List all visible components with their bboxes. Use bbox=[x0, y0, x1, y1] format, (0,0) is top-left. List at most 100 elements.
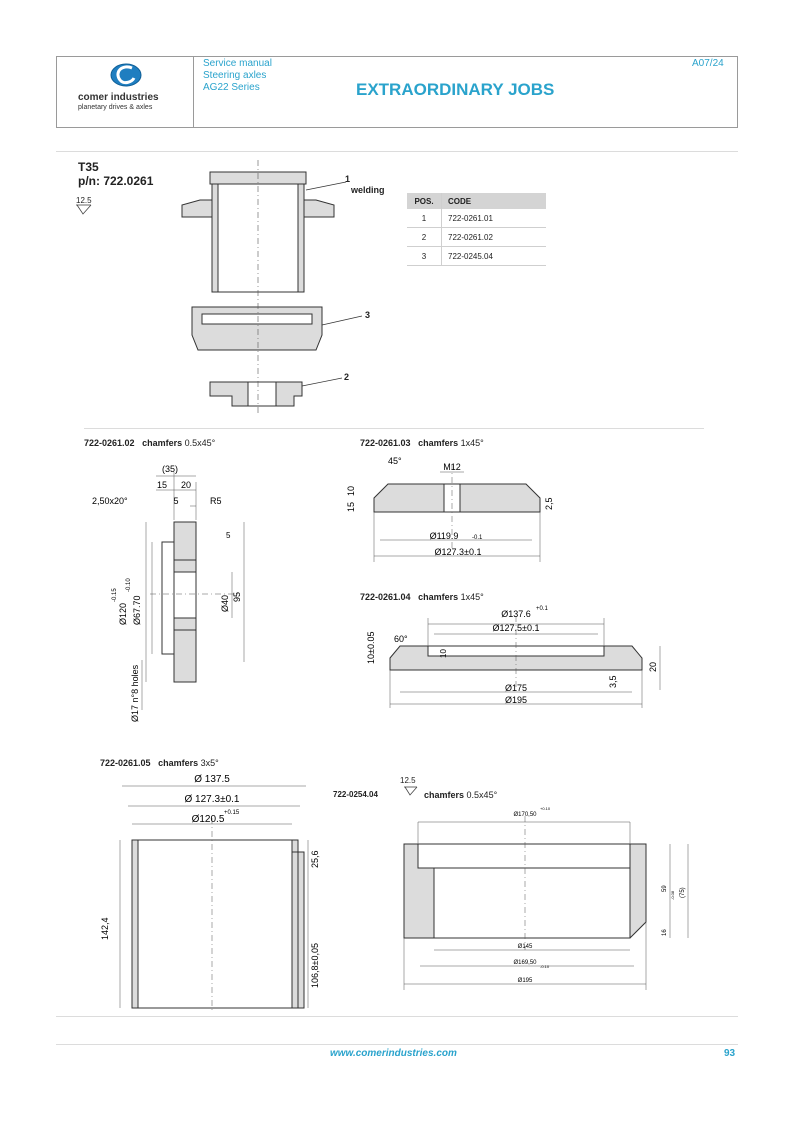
dim-59: 59 bbox=[662, 885, 668, 892]
callout-3: 3 bbox=[365, 310, 371, 320]
dim-120-tol: -0.15 bbox=[112, 588, 118, 602]
dim-59-tol: -0.08 bbox=[670, 890, 675, 900]
dim-16950-tol: -0.10 bbox=[540, 964, 550, 969]
divider-footer bbox=[56, 1044, 738, 1045]
dim-95: 95 bbox=[232, 592, 242, 602]
dim-angle: 60° bbox=[394, 634, 408, 644]
dim-20: 20 bbox=[648, 662, 658, 672]
page-title: EXTRAORDINARY JOBS bbox=[356, 80, 555, 99]
dim-5b: 5 bbox=[226, 531, 231, 540]
header-line-3: AG22 Series bbox=[203, 82, 260, 93]
callout-2: 2 bbox=[344, 372, 350, 382]
dim-175: Ø175 bbox=[505, 683, 527, 693]
dim-10b: 10 bbox=[439, 649, 448, 658]
dim-m12: M12 bbox=[443, 462, 461, 472]
chamfers-label: chamfers bbox=[158, 758, 199, 768]
roughness-symbol-icon bbox=[404, 786, 418, 796]
assembly-title: T35 bbox=[78, 160, 99, 174]
part-04-drawing: Ø137.6 +0.1 Ø127.5±0.1 10±0.05 10 60° 3,… bbox=[366, 606, 661, 708]
dim-256: 25,6 bbox=[310, 850, 320, 868]
chamfer-value: 3x5° bbox=[200, 758, 219, 768]
dim-1068: 106,8±0,05 bbox=[310, 943, 320, 988]
table-row: 1 722-0261.01 bbox=[407, 209, 546, 228]
divider-bottom bbox=[56, 1016, 738, 1017]
header-line-2: Steering axles bbox=[203, 70, 267, 81]
dim-10-tol: 10±0.05 bbox=[366, 632, 376, 664]
divider-top bbox=[56, 151, 738, 152]
divider-mid bbox=[84, 428, 704, 429]
dim-195: Ø195 bbox=[505, 695, 527, 705]
dim-1273: Ø127.3±0.1 bbox=[435, 547, 482, 557]
dim-chamfer: 2,50x20° bbox=[92, 496, 128, 506]
chamfers-label: chamfers bbox=[424, 790, 465, 800]
dim-17050: Ø170,50 bbox=[513, 812, 537, 818]
cell-code: 722-0245.04 bbox=[441, 246, 546, 266]
col-header-code: CODE bbox=[441, 193, 546, 209]
dim-1376-tol: +0.1 bbox=[536, 606, 549, 612]
part-02-drawing: (35) 15 20 5 2,50x20° R5 5 Ø120 -0.15 Ø6… bbox=[92, 464, 245, 722]
chamfer-value: 0.5x45° bbox=[184, 438, 216, 448]
dim-17050-tol: +0.10 bbox=[540, 806, 551, 811]
logo-tagline: planetary drives & axles bbox=[78, 104, 153, 111]
part-code: 722-0261.04 bbox=[360, 592, 411, 602]
dim-25: 2,5 bbox=[544, 497, 554, 510]
comer-logo-icon bbox=[110, 63, 142, 87]
dim-1376: Ø137.6 bbox=[501, 609, 531, 619]
assembly-drawing bbox=[181, 160, 363, 415]
dim-40: Ø40 bbox=[220, 595, 230, 612]
part-code: 722-0261.03 bbox=[360, 438, 411, 448]
footer-url[interactable]: www.comerindustries.com bbox=[330, 1048, 457, 1059]
dim-1375: Ø 137.5 bbox=[194, 774, 230, 785]
part-05-drawing: Ø 137.5 Ø 127.3±0.1 Ø120.5 +0.15 25,6 14… bbox=[100, 774, 320, 1013]
page-number: 93 bbox=[724, 1048, 736, 1059]
dim-6770: Ø67.70 bbox=[132, 595, 142, 625]
dim-195: Ø195 bbox=[518, 978, 533, 984]
part-04-heading: 722-0261.04 chamfers 1x45° bbox=[360, 592, 484, 602]
part-05-heading: 722-0261.05 chamfers 3x5° bbox=[100, 758, 219, 768]
roughness-value: 12.5 bbox=[76, 196, 92, 205]
dim-15: 15 bbox=[157, 480, 167, 490]
dim-1424: 142,4 bbox=[100, 917, 110, 940]
welding-label: welding bbox=[351, 185, 385, 195]
dim-6770-tol: -0.10 bbox=[126, 578, 132, 592]
header-line-1: Service manual bbox=[203, 58, 272, 69]
part-code: 722-0261.02 bbox=[84, 438, 135, 448]
cell-pos: 1 bbox=[407, 209, 442, 228]
chamfer-value: 0.5x45° bbox=[466, 790, 498, 800]
dim-120: Ø120 bbox=[118, 603, 128, 625]
dim-5: 5 bbox=[173, 496, 178, 506]
roughness-value-2: 12.5 bbox=[400, 776, 416, 785]
header-divider bbox=[193, 56, 194, 128]
part-03-heading: 722-0261.03 chamfers 1x45° bbox=[360, 438, 484, 448]
chamfers-label: chamfers bbox=[142, 438, 183, 448]
doc-id: A07/24 bbox=[692, 58, 724, 69]
dim-1199-tol: -0.1 bbox=[472, 535, 483, 541]
dim-35: 3,5 bbox=[608, 675, 618, 688]
part-54-chamfers: chamfers 0.5x45° bbox=[424, 790, 497, 800]
cell-pos: 2 bbox=[407, 227, 442, 247]
dim-1275: Ø127.5±0.1 bbox=[493, 623, 540, 633]
callout-1: 1 bbox=[345, 174, 351, 184]
chamfer-value: 1x45° bbox=[460, 592, 484, 602]
dim-75: (75) bbox=[680, 887, 686, 898]
dim-1273: Ø 127.3±0.1 bbox=[185, 794, 240, 805]
col-header-pos: POS. bbox=[407, 193, 442, 209]
part-03-drawing: 45° M12 15 10 2,5 Ø119.9 -0.1 Ø127.3±0.1 bbox=[346, 456, 554, 562]
dim-r5: R5 bbox=[210, 496, 222, 506]
position-table: POS. CODE 1 722-0261.01 2 722-0261.02 3 … bbox=[407, 193, 546, 266]
cell-code: 722-0261.01 bbox=[441, 209, 546, 228]
chamfers-label: chamfers bbox=[418, 438, 459, 448]
cell-pos: 3 bbox=[407, 246, 442, 266]
cell-code: 722-0261.02 bbox=[441, 227, 546, 247]
table-row: 2 722-0261.02 bbox=[407, 227, 546, 247]
logo-name: comer industries bbox=[78, 92, 159, 103]
dim-16: 16 bbox=[662, 929, 668, 936]
dim-1205-tol: +0.15 bbox=[224, 810, 240, 816]
header-frame bbox=[56, 56, 738, 128]
part-code: 722-0261.05 bbox=[100, 758, 151, 768]
dim-angle: 45° bbox=[388, 456, 402, 466]
dim-holes: Ø17 n°8 holes bbox=[130, 664, 140, 722]
table-row: 3 722-0245.04 bbox=[407, 246, 546, 266]
dim-16950: Ø169,50 bbox=[513, 960, 537, 966]
dim-1199: Ø119.9 bbox=[430, 531, 459, 541]
